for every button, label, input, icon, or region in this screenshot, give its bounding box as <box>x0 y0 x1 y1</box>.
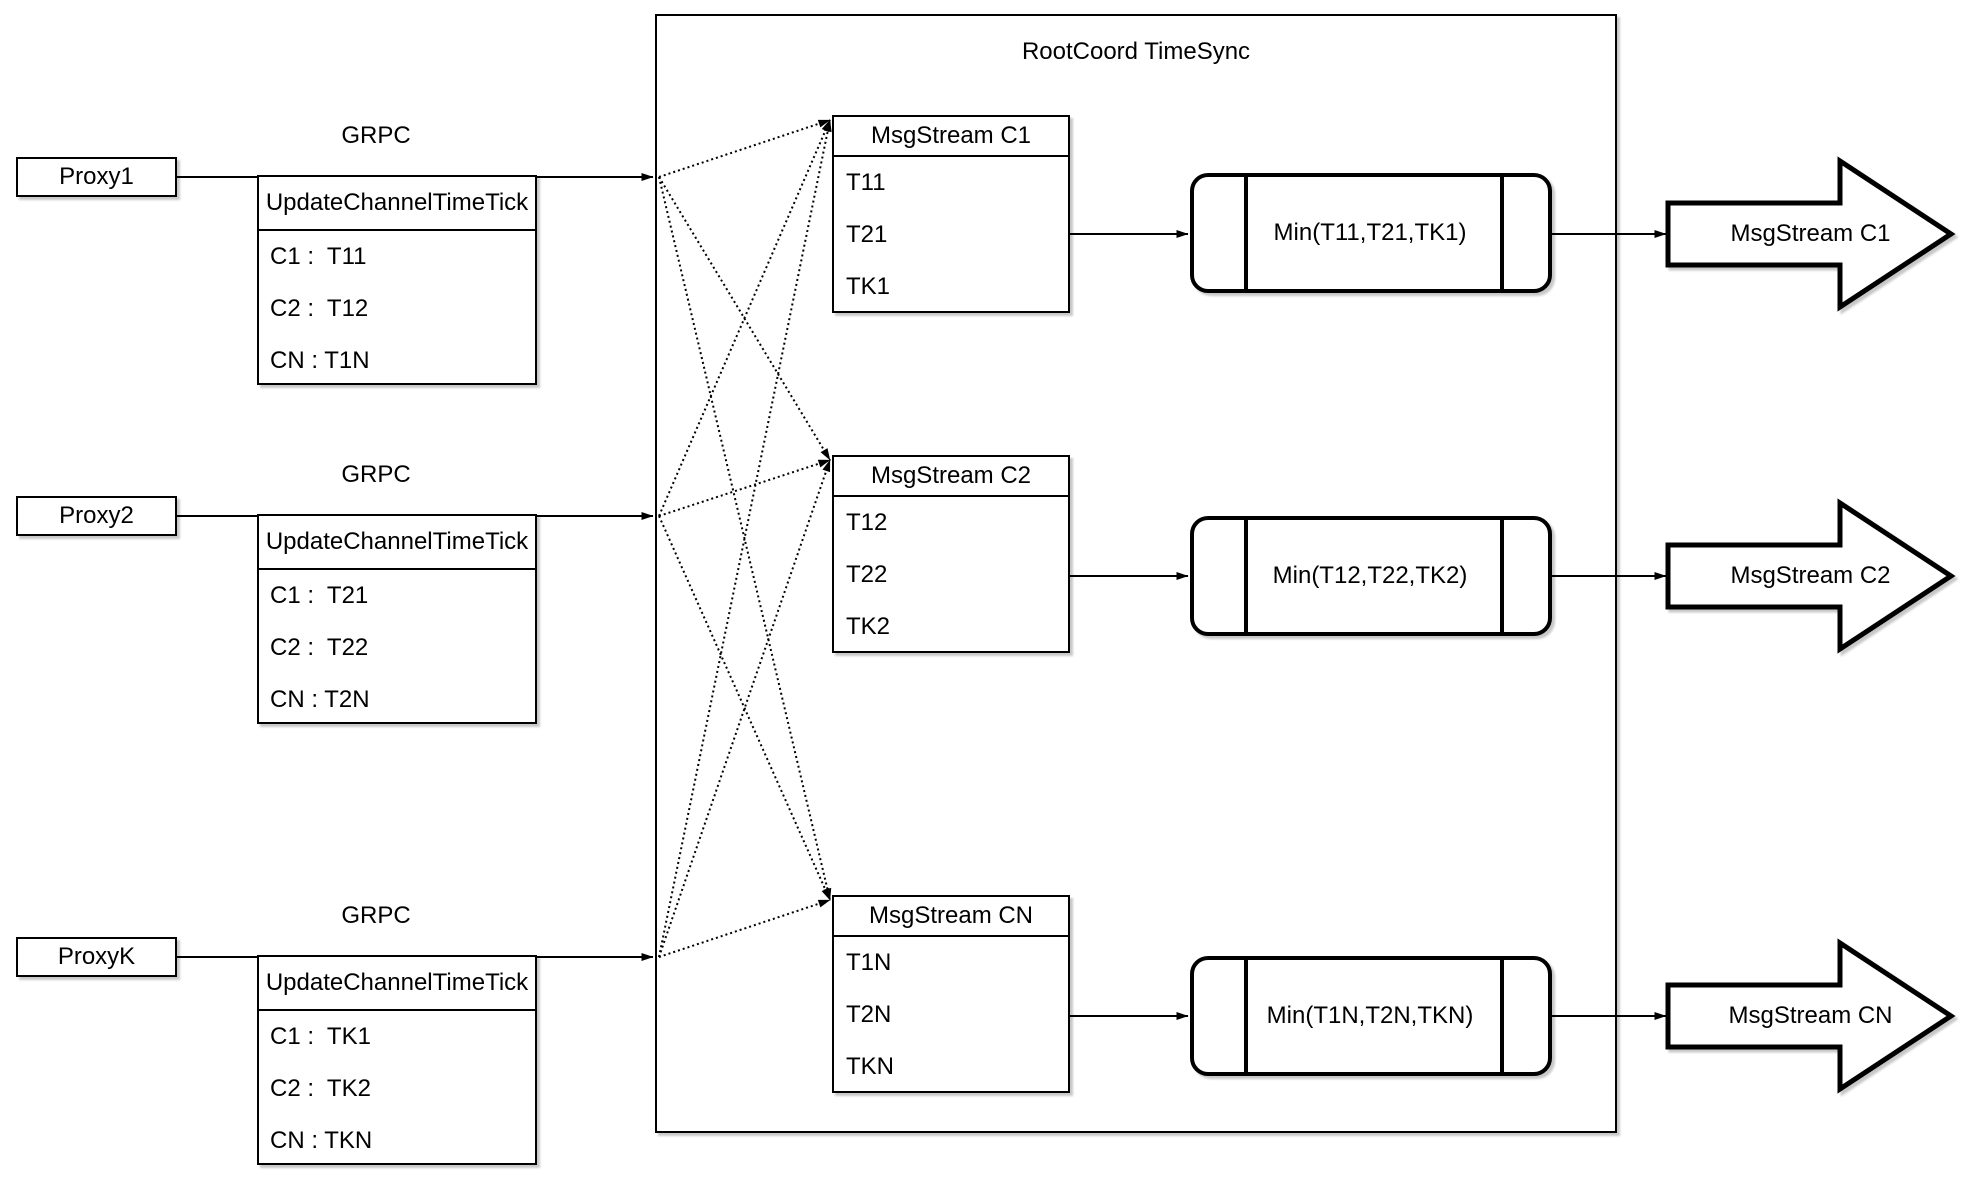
proxy1-label: Proxy1 <box>59 163 134 190</box>
output-label-c1: MsgStream C1 <box>1730 220 1891 247</box>
min-label-c1: Min(T11,T21,TK1) <box>1273 219 1467 246</box>
msgstream-table-c1-header: MsgStream C1 <box>834 117 1068 157</box>
proxyk-label: ProxyK <box>57 943 136 970</box>
msgstream-table-c1-row: T21 <box>846 221 888 248</box>
min-operator-left-bar <box>1244 960 1248 1072</box>
fanout-arrow-p1-cn <box>658 176 832 901</box>
update-table-2-row: CN : T2N <box>270 686 370 713</box>
update-table-3-header: UpdateChannelTimeTick <box>259 957 535 1011</box>
msgstream-table-c2-row: T22 <box>846 561 888 588</box>
output-label-c2: MsgStream C2 <box>1730 562 1891 589</box>
update-table-1: UpdateChannelTimeTick C1 : T11 C2 : T12 … <box>257 175 537 385</box>
update-table-2: UpdateChannelTimeTick C1 : T21 C2 : T22 … <box>257 514 537 724</box>
msgstream-table-c2-row: T12 <box>846 509 888 536</box>
msgstream-table-c2: MsgStream C2 T12 T22 TK2 <box>832 455 1070 653</box>
fanout-arrow-pk-cn <box>658 899 831 958</box>
min-operator-right-bar <box>1500 177 1504 289</box>
fanout-arrow-p2-c1 <box>658 119 831 517</box>
update-table-1-row: CN : T1N <box>270 347 370 374</box>
msgstream-table-cn-row: TKN <box>846 1053 894 1080</box>
msgstream-table-c1: MsgStream C1 T11 T21 TK1 <box>832 115 1070 313</box>
msgstream-table-cn: MsgStream CN T1N T2N TKN <box>832 895 1070 1093</box>
min-label-c2: Min(T12,T22,TK2) <box>1272 562 1468 589</box>
update-table-2-row: C2 : T22 <box>270 634 369 661</box>
update-table-1-header: UpdateChannelTimeTick <box>259 177 535 231</box>
min-operator-right-bar <box>1500 960 1504 1072</box>
update-table-3: UpdateChannelTimeTick C1 : TK1 C2 : TK2 … <box>257 955 537 1165</box>
fanout-arrow-p2-cn <box>658 515 831 901</box>
rootcoord-title: RootCoord TimeSync <box>1021 38 1251 65</box>
proxyk-box: ProxyK <box>16 937 177 977</box>
output-block-arrow-cn <box>1665 938 1956 1094</box>
update-table-2-header: UpdateChannelTimeTick <box>259 516 535 570</box>
msgstream-table-c1-row: T11 <box>846 169 886 196</box>
proxy1-box: Proxy1 <box>16 157 177 197</box>
min-operator-cn: Min(T1N,T2N,TKN) <box>1190 956 1552 1076</box>
msgstream-table-cn-row: T1N <box>846 949 892 976</box>
grpc-label-2: GRPC <box>341 461 411 488</box>
min-operator-left-bar <box>1244 177 1248 289</box>
output-block-arrow-c2 <box>1665 498 1956 654</box>
msgstream-table-c2-header: MsgStream C2 <box>834 457 1068 497</box>
fanout-arrow-pk-c1 <box>658 119 832 958</box>
grpc-label-3: GRPC <box>341 902 411 929</box>
fanout-arrow-p2-c2 <box>658 459 831 517</box>
msgstream-table-c1-row: TK1 <box>846 273 891 300</box>
min-operator-c1: Min(T11,T21,TK1) <box>1190 173 1552 293</box>
output-label-cn: MsgStream CN <box>1728 1002 1893 1029</box>
update-table-1-row: C2 : T12 <box>270 295 369 322</box>
output-block-arrow-c1 <box>1665 156 1956 312</box>
update-table-3-row: C1 : TK1 <box>270 1023 371 1050</box>
msgstream-table-c2-row: TK2 <box>846 613 891 640</box>
update-table-1-row: C1 : T11 <box>270 243 367 270</box>
msgstream-table-cn-row: T2N <box>846 1001 892 1028</box>
proxy2-box: Proxy2 <box>16 496 177 536</box>
min-operator-right-bar <box>1500 520 1504 632</box>
min-operator-c2: Min(T12,T22,TK2) <box>1190 516 1552 636</box>
msgstream-table-cn-header: MsgStream CN <box>834 897 1068 937</box>
min-operator-left-bar <box>1244 520 1248 632</box>
update-table-3-row: CN : TKN <box>270 1127 373 1154</box>
min-label-cn: Min(T1N,T2N,TKN) <box>1266 1002 1474 1029</box>
update-table-3-row: C2 : TK2 <box>270 1075 371 1102</box>
grpc-label-1: GRPC <box>341 122 411 149</box>
proxy2-label: Proxy2 <box>59 502 134 529</box>
fanout-arrow-p1-c1 <box>658 119 831 178</box>
update-table-2-row: C1 : T21 <box>270 582 369 609</box>
